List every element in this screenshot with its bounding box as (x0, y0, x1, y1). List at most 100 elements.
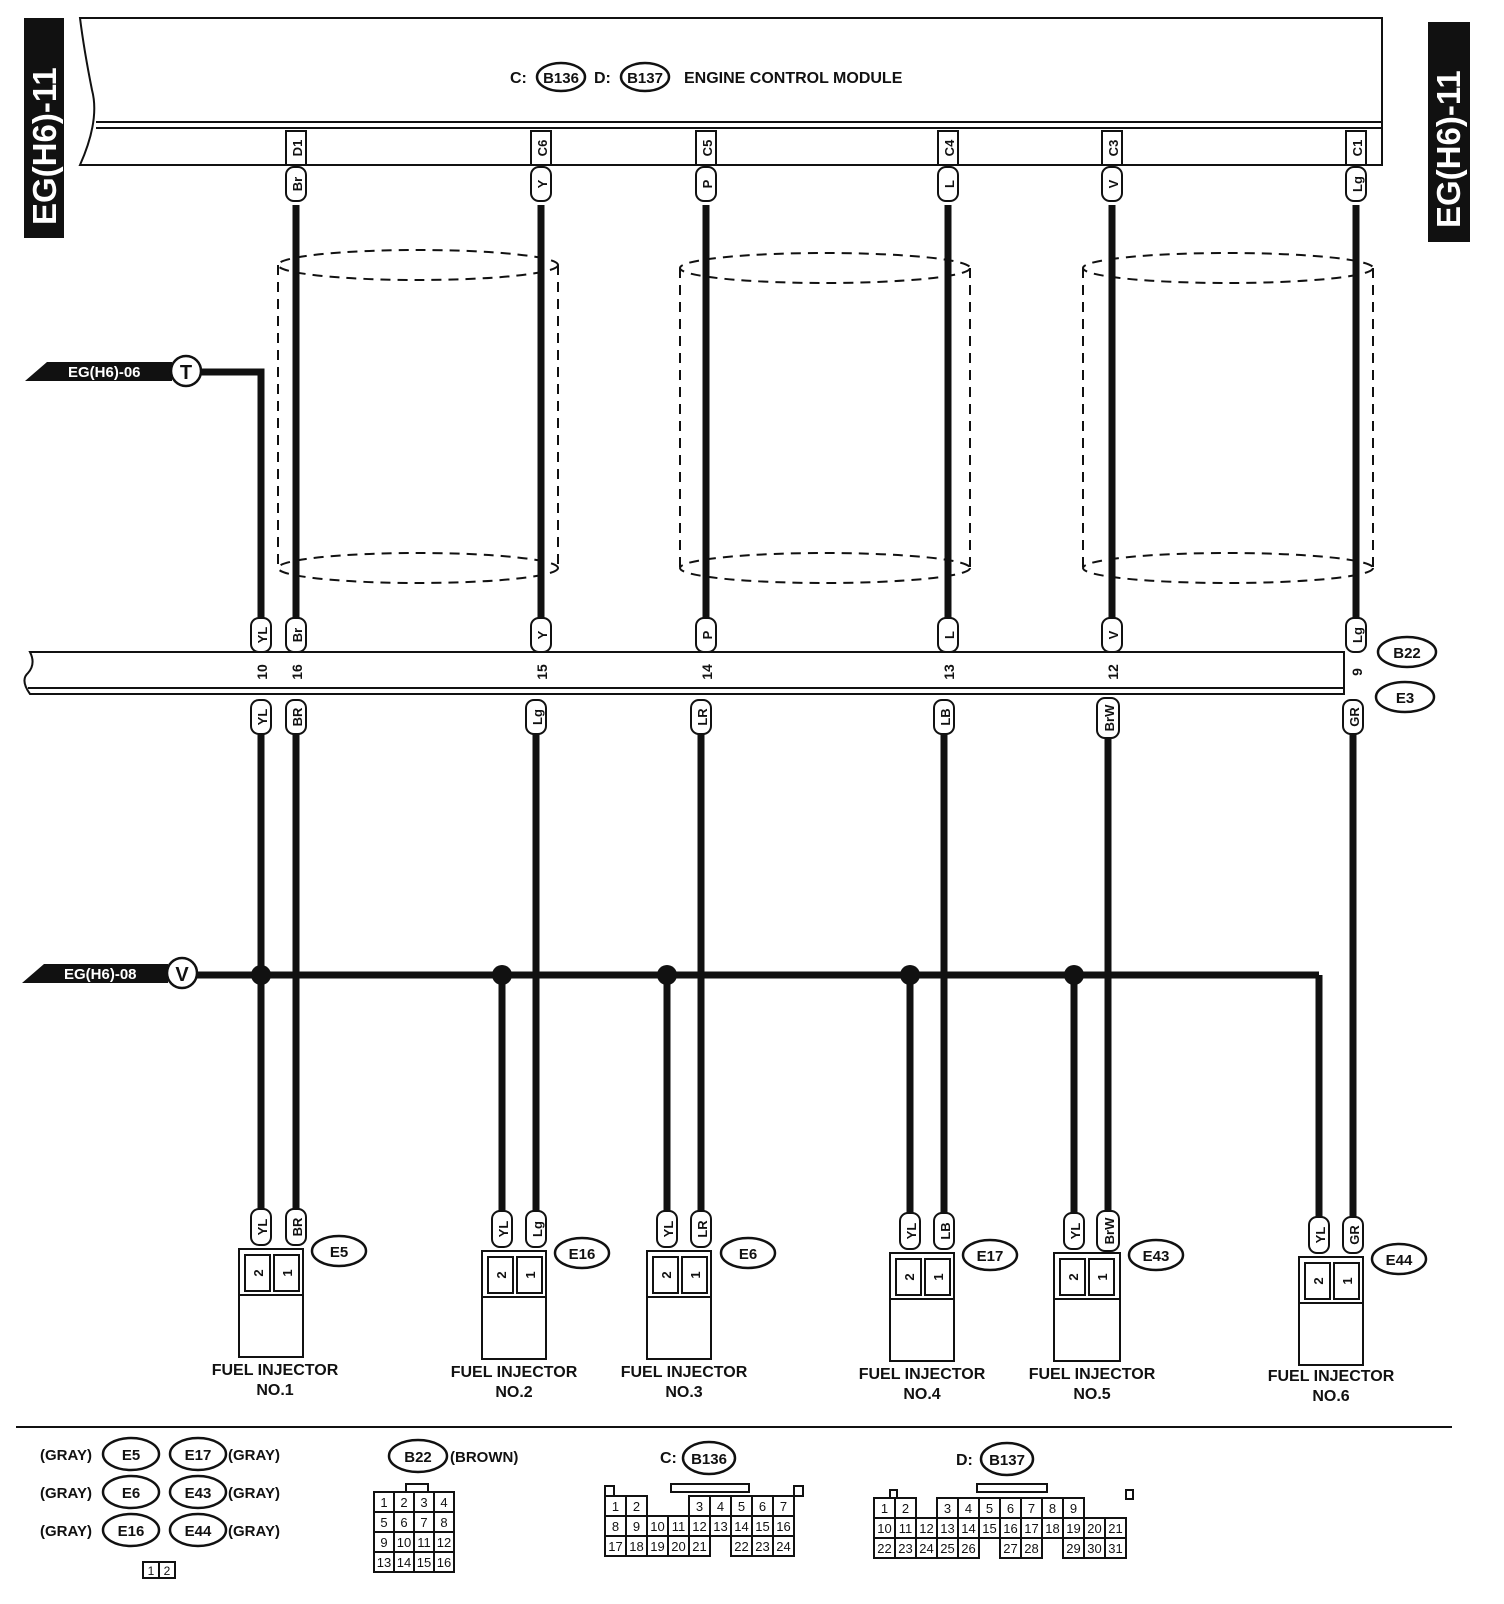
pin-number: 5 (380, 1515, 387, 1530)
injector-no: NO.4 (903, 1386, 940, 1403)
pin-number: 16 (1003, 1521, 1017, 1536)
legend-row1-lcolor: (GRAY) (40, 1447, 92, 1464)
pin-number: 7 (420, 1515, 427, 1530)
conn-label: E44 (1386, 1252, 1413, 1269)
pin-number: 7 (780, 1499, 787, 1514)
wire2-label: YL (496, 1221, 511, 1238)
page-ref-right-text: EG(H6)-11 (1430, 70, 1467, 228)
upper-color-joint: V (1106, 630, 1121, 639)
channel-1: D1 Br Br 16 BR (285, 130, 307, 1209)
splice-dot-1 (251, 965, 271, 985)
wire1-label: BrW (1102, 1217, 1117, 1244)
legend-row1-lconn: E5 (122, 1447, 140, 1464)
pin-number: 11 (899, 1521, 913, 1536)
pin-number: 22 (734, 1539, 748, 1554)
pin-cell (1020, 1537, 1043, 1559)
pin-cell (772, 1535, 795, 1557)
injector-no: NO.2 (495, 1384, 532, 1401)
ref-arrow-t: EG(H6)-06 T (25, 354, 203, 388)
pin-number: 12 (919, 1521, 933, 1536)
legend-row1-rcolor: (GRAY) (228, 1447, 280, 1464)
pin-number: 14 (961, 1521, 975, 1536)
pin-number: 1 (881, 1501, 888, 1516)
pin-number: 8 (1049, 1501, 1056, 1516)
pin-number: 9 (1070, 1501, 1077, 1516)
conn-label: E16 (569, 1246, 596, 1263)
pin-number: 7 (1028, 1501, 1035, 1516)
pin-number: 3 (944, 1501, 951, 1516)
pin-number: 12 (437, 1535, 451, 1550)
upper-color: L (942, 180, 957, 188)
legend-d-conn: B137 (989, 1452, 1025, 1469)
injector-name: FUEL INJECTOR (451, 1364, 578, 1381)
pin-number: 31 (1108, 1541, 1122, 1556)
pin-number: 12 (692, 1519, 706, 1534)
pin-number: 2 (633, 1499, 640, 1514)
pin-number: 13 (940, 1521, 954, 1536)
pin-number: 28 (1024, 1541, 1038, 1556)
pin-number: 17 (608, 1539, 622, 1554)
pin-number: 21 (1108, 1521, 1122, 1536)
lower-color: GR (1347, 707, 1362, 727)
pin-number: 3 (420, 1495, 427, 1510)
pin-cell (1104, 1537, 1127, 1559)
ecm-pin: C1 (1350, 140, 1365, 157)
joint-connector-b22-e3: B22 E3 (23, 635, 1438, 714)
upper-color: Y (535, 179, 550, 188)
pin-number: 23 (898, 1541, 912, 1556)
lower-color: LB (938, 708, 953, 725)
upper-color-joint: Lg (1350, 627, 1365, 643)
ecm-pin: C4 (942, 139, 957, 156)
injector-name: FUEL INJECTOR (212, 1362, 339, 1379)
wire1-label: Lg (530, 1221, 545, 1237)
conn-label-e3: E3 (1396, 690, 1414, 707)
pin-number: 18 (629, 1539, 643, 1554)
pin-number: 24 (919, 1541, 933, 1556)
ecm-conn-d: B137 (627, 70, 663, 87)
pin-number: 8 (440, 1515, 447, 1530)
pin-number: 10 (877, 1521, 891, 1536)
ref-t-letter: T (180, 362, 192, 384)
lower-color: Lg (530, 709, 545, 725)
wire2-label: YL (1313, 1227, 1328, 1244)
splice-dots (251, 965, 1084, 985)
injector-4: YL LB 2 1 E17 FUEL INJECTOR NO.4 (859, 1212, 1019, 1403)
yl-lower: YL (255, 709, 270, 726)
pin-number: 13 (377, 1555, 391, 1570)
pin1: 1 (688, 1271, 703, 1278)
yl-pin: 10 (254, 664, 270, 680)
channel-2: C6 Y Y 15 Lg (525, 130, 552, 1211)
wire1-label: BR (290, 1217, 305, 1236)
conn-label: E43 (1143, 1248, 1170, 1265)
pin-number: 14 (734, 1519, 748, 1534)
legend-d-prefix: D: (956, 1452, 973, 1469)
pin-number: 16 (437, 1555, 451, 1570)
pin-number: 19 (1066, 1521, 1080, 1536)
small-pin-2: 2 (164, 1564, 171, 1578)
legend-row3-rcolor: (GRAY) (228, 1523, 280, 1540)
fuel-injectors: YL BR 2 1 E5 FUEL INJECTOR NO.1 YL Lg 2 … (212, 1208, 1428, 1405)
upper-color-joint: Y (535, 630, 550, 639)
pin-number: 4 (965, 1501, 972, 1516)
pin-number: 9 (380, 1535, 387, 1550)
wire2-label: YL (661, 1221, 676, 1238)
pin1: 1 (931, 1273, 946, 1280)
upper-color: P (700, 179, 715, 188)
injector-name: FUEL INJECTOR (1029, 1366, 1156, 1383)
pin2: 2 (251, 1269, 266, 1276)
wires (197, 368, 1323, 1217)
pin-cell (688, 1535, 711, 1557)
channel-4: C4 L L 13 LB (933, 130, 959, 1213)
pin-number: 6 (759, 1499, 766, 1514)
wire2-label: YL (904, 1223, 919, 1240)
pin-number: 15 (417, 1555, 431, 1570)
upper-color: Lg (1350, 176, 1365, 192)
pin-number: 11 (672, 1519, 686, 1534)
pin-number: 23 (755, 1539, 769, 1554)
page-ref-left-text: EG(H6)-11 (26, 67, 63, 225)
wire1-label: GR (1347, 1225, 1362, 1245)
